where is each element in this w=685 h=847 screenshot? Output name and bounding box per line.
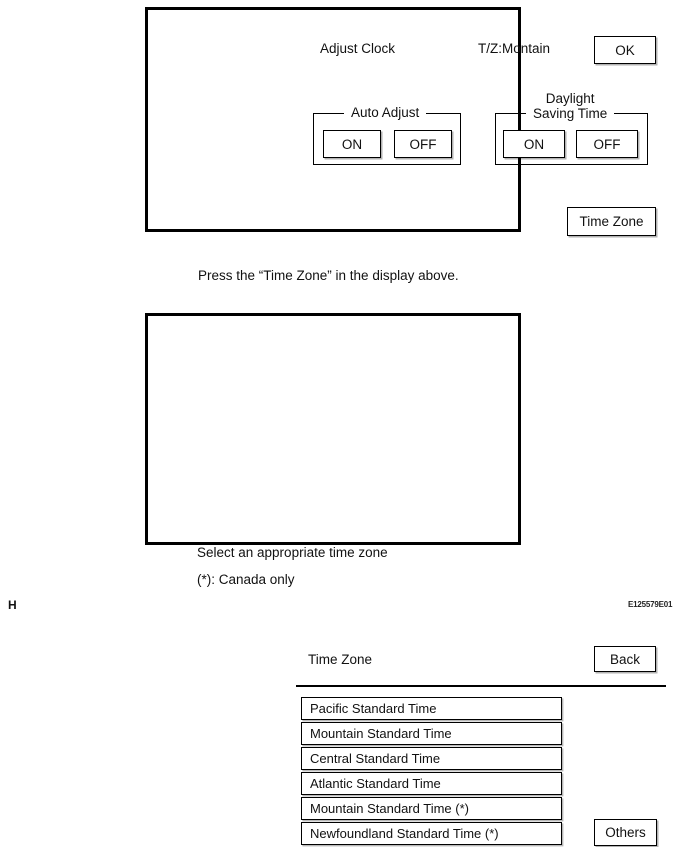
figure-id-code: E125579E01 bbox=[628, 600, 673, 609]
daylight-saving-off-button[interactable]: OFF bbox=[576, 130, 638, 158]
time-zone-list-item[interactable]: Mountain Standard Time bbox=[301, 722, 562, 745]
page-section-marker: H bbox=[8, 598, 17, 612]
adjust-clock-title: Adjust Clock bbox=[320, 41, 396, 56]
caption-canada-only: (*): Canada only bbox=[197, 572, 295, 587]
dst-legend-line-1: Daylight bbox=[545, 91, 595, 106]
caption-press-time-zone: Press the “Time Zone” in the display abo… bbox=[198, 268, 459, 283]
daylight-saving-on-button[interactable]: ON bbox=[503, 130, 565, 158]
time-zone-list-item[interactable]: Pacific Standard Time bbox=[301, 697, 562, 720]
auto-adjust-off-button[interactable]: OFF bbox=[394, 130, 452, 158]
ok-button[interactable]: OK bbox=[594, 36, 656, 64]
time-zone-list-item[interactable]: Mountain Standard Time (*) bbox=[301, 797, 562, 820]
time-zone-screen-title: Time Zone bbox=[308, 652, 373, 667]
time-zone-list-item[interactable]: Central Standard Time bbox=[301, 747, 562, 770]
dst-legend-line-2: Saving Time bbox=[533, 106, 608, 121]
caption-select-time-zone: Select an appropriate time zone bbox=[197, 545, 388, 560]
back-button[interactable]: Back bbox=[594, 646, 656, 672]
auto-adjust-on-button[interactable]: ON bbox=[323, 130, 381, 158]
others-button[interactable]: Others bbox=[594, 819, 657, 846]
header-divider bbox=[296, 685, 666, 687]
adjust-clock-screen: Adjust Clock T/Z:Montain OK Auto Adjust … bbox=[145, 7, 656, 236]
auto-adjust-legend: Auto Adjust bbox=[344, 105, 427, 120]
time-zone-list-item[interactable]: Newfoundland Standard Time (*) bbox=[301, 822, 562, 845]
time-zone-button[interactable]: Time Zone bbox=[567, 207, 656, 236]
current-timezone-status: T/Z:Montain bbox=[478, 41, 551, 56]
time-zone-list-item[interactable]: Atlantic Standard Time bbox=[301, 772, 562, 795]
